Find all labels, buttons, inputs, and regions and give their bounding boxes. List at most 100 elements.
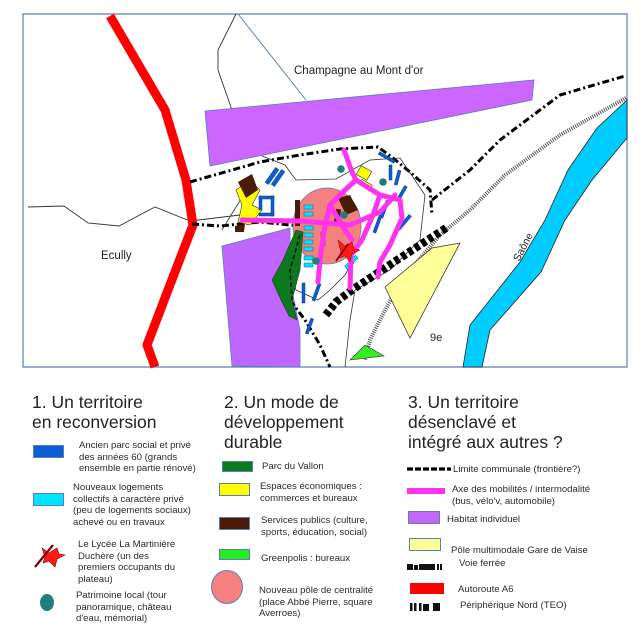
ancien-parc-buildings	[258, 151, 412, 335]
title-line: développement	[224, 412, 344, 432]
title-line: désenclavé et	[408, 412, 516, 432]
label-line: Patrimoine local (tour	[76, 590, 167, 601]
map-border	[23, 14, 305, 182]
legend-section-developpement-durable: 2. Un mode de développement durable	[224, 392, 404, 458]
legend-item-habitat-individuel: Habitat individuel	[447, 514, 520, 526]
limite-communale-south	[288, 299, 332, 368]
label-line: sports, éducation, social)	[261, 526, 368, 538]
label-line: (bus, vélo'v, automobile)	[452, 495, 555, 507]
ecully-boundary-line	[27, 205, 241, 227]
swatch-greenpolis	[219, 549, 250, 560]
legend-item-parc-du-vallon: Parc du Vallon	[262, 461, 324, 473]
label-line: Greenpolis : bureaux	[261, 553, 351, 564]
service-public-3	[295, 200, 300, 226]
lycee-la-martiniere-icon	[335, 239, 361, 263]
label-ecully: Ecully	[101, 250, 132, 262]
title-line: 2. Un mode de	[224, 392, 339, 412]
map-frame-outline	[22, 13, 628, 368]
label-line: Limite communale (frontière?)	[453, 464, 581, 475]
greenpolis	[349, 344, 385, 361]
legend-item-axe-mobilites: Axe des mobilités / intermodalité (bus, …	[452, 484, 642, 507]
label-line: Ancien parc social et privé	[79, 440, 191, 451]
pole-multimodal-gare-vaise	[384, 242, 461, 339]
legend-section-territoire-desenclave: 3. Un territoire désenclavé et intégré a…	[408, 392, 644, 458]
legend-item-voie-ferree: Voie ferrée	[459, 558, 505, 570]
commune-boundary-line	[217, 13, 237, 111]
map: Champagne au Mont d'or Ecully Saône 9e	[22, 13, 628, 369]
swatch-parc-du-vallon	[222, 461, 253, 472]
legend-section-title: 2. Un mode de développement durable	[224, 392, 404, 452]
label-line: premiers occupants du	[78, 562, 176, 573]
legend-item-pole-centralite: Nouveau pôle de centralité (place Abbé P…	[259, 585, 409, 620]
legend-item-pole-multimodal: Pôle multimodale Gare de Vaise	[451, 545, 588, 557]
legend-item-espaces-economiques: Espaces économiques : commerces et burea…	[260, 481, 410, 504]
parc-du-vallon	[271, 229, 304, 321]
label-9e: 9e	[430, 332, 442, 344]
swatch-habitat-individuel	[408, 511, 440, 524]
label-line: Voie ferrée	[459, 558, 506, 569]
swatch-ancien-parc	[33, 445, 64, 458]
swatch-nouveaux-logements	[33, 493, 64, 506]
title-line: durable	[224, 432, 283, 452]
title-line: 3. Un territoire	[408, 392, 519, 412]
label-line: commerces et bureaux	[260, 492, 358, 504]
peripherique-nord	[321, 224, 449, 319]
legend-item-limite-communale: Limite communale (frontière?)	[453, 464, 580, 476]
legend-item-autoroute-a6: Autoroute A6	[458, 584, 513, 596]
legend-item-greenpolis: Greenpolis : bureaux	[261, 553, 350, 565]
label-line: Pôle multimodale Gare de Vaise	[451, 545, 588, 556]
legend-section-title: 3. Un territoire désenclavé et intégré a…	[408, 392, 644, 452]
voie-ferree-legend-line	[407, 564, 442, 570]
label-line: Parc du Vallon	[262, 461, 324, 472]
label-line: Nouveau pôle de centralité	[259, 585, 374, 596]
autoroute-legend-bar	[410, 583, 444, 594]
habitat-individuel-west	[221, 227, 301, 368]
service-public-2	[235, 224, 245, 232]
label-line: (peu de logements sociaux)	[73, 505, 191, 516]
axe-mobilites	[239, 147, 405, 291]
legend-item-peripherique-nord: Périphérique Nord (TEO)	[460, 600, 567, 612]
legend-section-title: 1. Un territoire en reconversion	[32, 392, 212, 432]
label-line: Duchère (un des	[78, 550, 149, 562]
label-champagne: Champagne au Mont d'or	[294, 65, 424, 77]
limite-communale-west	[191, 220, 301, 228]
label-line: Périphérique Nord (TEO)	[460, 600, 567, 611]
swatch-espaces-economiques	[219, 483, 250, 496]
label-line: ensemble en partie rénové)	[79, 463, 196, 474]
patrimoine-local-dots	[312, 165, 387, 265]
autoroute-a6	[106, 13, 198, 369]
plateau-outline	[261, 155, 426, 368]
label-line: Habitat individuel	[447, 514, 521, 525]
label-line: panoramique, château	[76, 601, 172, 613]
legend-item-lycee: Le Lycée La Martinière Duchère (un des p…	[78, 539, 218, 585]
blue-boundary-line	[237, 13, 307, 101]
legend-item-ancien-parc: Ancien parc social et privé des années 6…	[79, 440, 219, 475]
parc-path	[289, 234, 301, 301]
patrimoine-legend-dot	[40, 594, 54, 611]
label-line: collectifs à caractère privé	[73, 493, 184, 505]
label-line: Nouveaux logements	[73, 482, 164, 493]
legend-section-territoire-reconversion: 1. Un territoire en reconversion	[32, 392, 212, 438]
label-line: Le Lycée La Martinière	[78, 539, 176, 550]
label-line: Autoroute A6	[458, 584, 514, 595]
label-line: achevé ou en travaux	[73, 516, 165, 528]
magenta-axis-legend-line	[407, 488, 445, 494]
label-line: d'eau, mémorial)	[76, 613, 148, 624]
limite-communale	[189, 145, 434, 216]
peripherique-legend-line	[410, 603, 440, 611]
swatch-services-publics	[219, 517, 250, 530]
label-line: (place Abbé Pierre, square	[259, 596, 373, 608]
label-line: Espaces économiques :	[260, 481, 362, 492]
title-line: en reconversion	[32, 412, 157, 432]
swatch-pole-multimodal	[409, 538, 441, 551]
legend-item-nouveaux-logements: Nouveaux logements collectifs à caractèr…	[73, 482, 218, 528]
label-line: Services publics (culture,	[261, 515, 368, 526]
service-public-1	[238, 174, 258, 198]
label-line: Axe des mobilités / intermodalité	[452, 484, 591, 495]
lycee-legend-icon	[34, 544, 66, 568]
legend-item-patrimoine: Patrimoine local (tour panoramique, chât…	[76, 590, 216, 625]
habitat-individuel-north	[204, 79, 535, 167]
legend-item-services-publics: Services publics (culture, sports, éduca…	[261, 515, 411, 538]
title-line: intégré aux autres ?	[408, 432, 563, 452]
limite-communale-east	[431, 74, 626, 202]
